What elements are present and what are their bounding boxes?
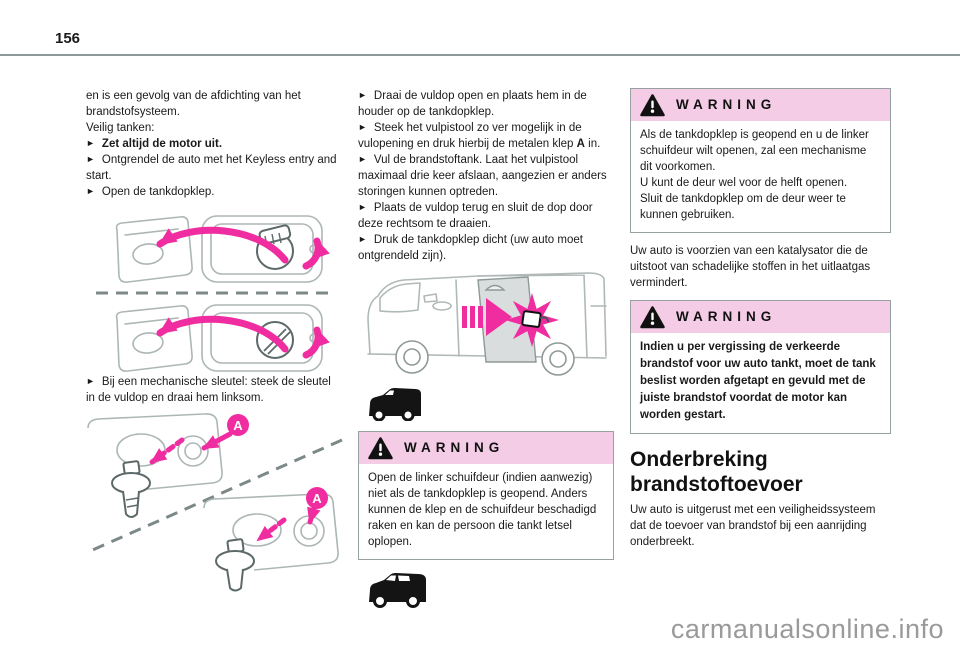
bullet-text: Druk de tankdopklep dicht (uw auto moet …: [358, 234, 583, 262]
warning-title: WARNING: [404, 440, 505, 455]
bullet-fill-tank: ►Vul de brandstoftank. Laat het vulpisto…: [358, 152, 614, 200]
window-van-icon: [369, 573, 426, 608]
section-heading: Onderbreking brandstoftoevoer: [630, 448, 803, 496]
warning-box-sliding-door: WARNING Open de linker schuifdeur (indie…: [358, 431, 614, 560]
column-middle: ►Draai de vuldop open en plaats hem in d…: [358, 88, 614, 610]
bullet-arrow-icon: ►: [358, 90, 367, 100]
bullet-text: Draai de vuldop open en plaats hem in de…: [358, 90, 587, 118]
warning-header: WARNING: [359, 432, 613, 464]
bullet-arrow-icon: ►: [358, 202, 367, 212]
bullet-text: Vul de brandstoftank. Laat het vulpistoo…: [358, 154, 607, 198]
panel-van-icon: [369, 388, 421, 421]
bullet-text: Zet altijd de motor uit.: [101, 138, 223, 150]
watermark: carmanualsonline.info: [670, 614, 944, 644]
warning-box-mechanism: WARNING Als de tankdopklep is geopend en…: [630, 88, 891, 233]
warning-text-sliding-door: Open de linker schuifdeur (indien aanwez…: [368, 472, 597, 548]
fig-fuel-flap-cap-icon: [96, 215, 330, 372]
bullet-replace-cap: ►Plaats de vuldop terug en sluit de dop …: [358, 200, 614, 232]
fuel-cutoff-paragraph: Uw auto is uitgerust met een veiligheids…: [630, 504, 876, 548]
bullet-unlock-keyless: ►Ontgrendel de auto met het Keyless entr…: [86, 152, 342, 184]
warning-triangle-icon: [640, 93, 665, 116]
intro-paragraph: en is een gevolg van de afdichting van h…: [86, 90, 301, 118]
warning-text-mechanism: Als de tankdopklep is geopend en u de li…: [640, 129, 869, 221]
bullet-text: Plaats de vuldop terug en sluit de dop d…: [358, 202, 593, 230]
catalyst-paragraph: Uw auto is voorzien van een katalysator …: [630, 245, 871, 289]
bullet-text: Bij een mechanische sleutel: steek de sl…: [86, 376, 331, 404]
bullet-text: Steek het vulpistool zo ver mogelijk in …: [358, 122, 582, 150]
label-a-bottom: A: [312, 491, 322, 506]
warning-title: WARNING: [676, 97, 777, 112]
column-right: WARNING Als de tankdopklep is geopend en…: [630, 88, 891, 550]
column-left: en is een gevolg van de afdichting van h…: [86, 88, 343, 592]
safe-refuel-label: Veilig tanken:: [86, 122, 155, 134]
fig-key-fuel-cap-icon: A A: [87, 413, 343, 592]
bullet-open-flap: ► Open de tankdopklep.: [86, 184, 342, 200]
label-a-top: A: [233, 418, 243, 433]
fig-van-sliding-door-icon: [367, 272, 607, 376]
bullet-arrow-icon: ►: [86, 154, 95, 164]
bullet-engine-off: ► Zet altijd de motor uit.: [86, 136, 342, 152]
bullet-text: Ontgrendel de auto met het Keyless entry…: [86, 154, 337, 182]
warning-header: WARNING: [631, 89, 890, 121]
warning-triangle-icon: [640, 305, 665, 328]
warning-title: WARNING: [676, 309, 777, 324]
bullet-text: in.: [584, 138, 601, 150]
page-number: 156: [55, 30, 81, 47]
bullet-open-cap: ►Draai de vuldop open en plaats hem in d…: [358, 88, 614, 120]
bullet-arrow-icon: ►: [358, 122, 367, 132]
header-rule: [0, 54, 960, 56]
bullet-insert-nozzle: ►Steek het vulpistool zo ver mogelijk in…: [358, 120, 614, 152]
warning-text-wrong-fuel: Indien u per vergissing de verkeerde bra…: [640, 341, 876, 421]
warning-box-wrong-fuel: WARNING Indien u per vergissing de verke…: [630, 300, 891, 434]
bullet-arrow-icon: ►: [86, 186, 95, 196]
bullet-text: Open de tankdopklep.: [101, 186, 215, 198]
warning-triangle-icon: [368, 436, 393, 459]
bullet-arrow-icon: ►: [358, 154, 367, 164]
label-a-ref: A: [576, 138, 585, 150]
bullet-arrow-icon: ►: [86, 138, 95, 148]
warning-header: WARNING: [631, 301, 890, 333]
bullet-close-flap: ►Druk de tankdopklep dicht (uw auto moet…: [358, 232, 614, 264]
bullet-mechanical-key: ►Bij een mechanische sleutel: steek de s…: [86, 374, 342, 406]
bullet-arrow-icon: ►: [358, 234, 367, 244]
bullet-arrow-icon: ►: [86, 376, 95, 386]
